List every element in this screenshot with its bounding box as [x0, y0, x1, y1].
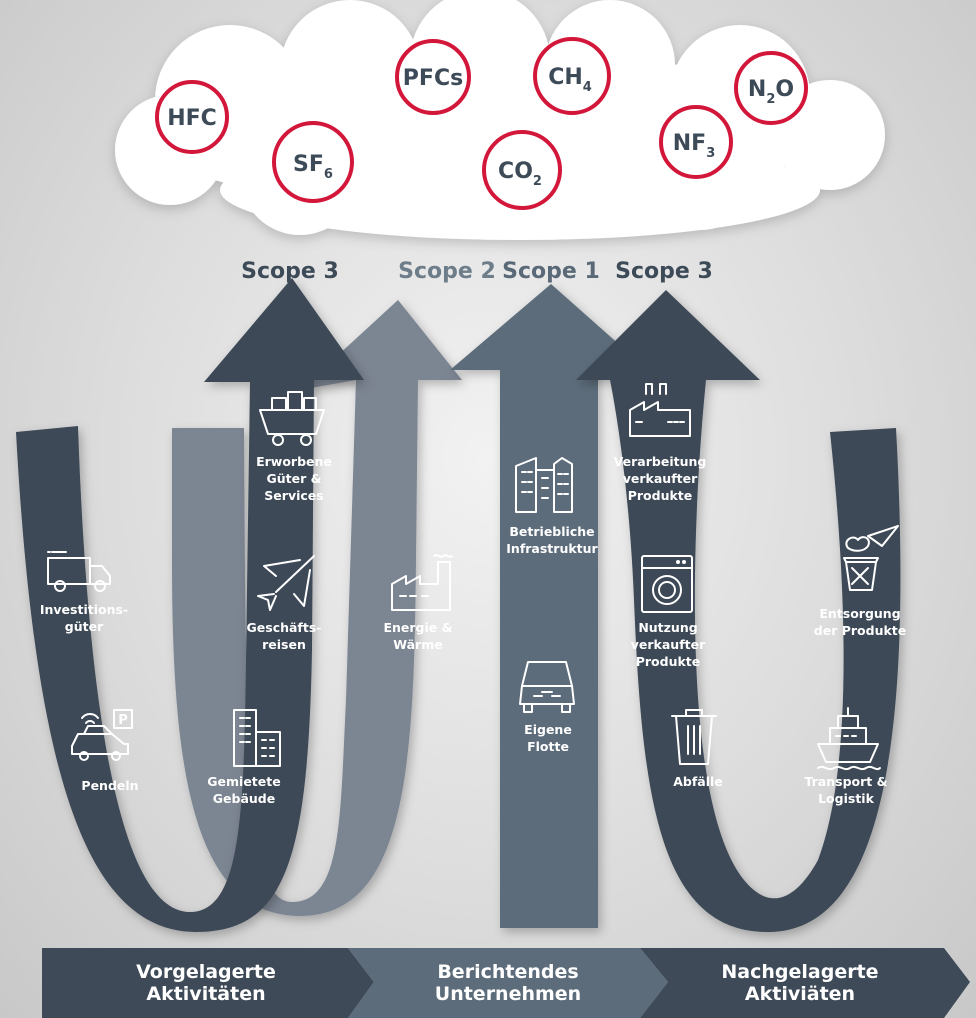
label-transport-logistik: Transport &Logistik	[804, 774, 887, 806]
scope-2-arrow	[172, 300, 462, 916]
gas-label-co2: CO2	[498, 159, 542, 189]
scope-2-label: Scope 2	[398, 259, 496, 284]
gas-label-sf6: SF6	[293, 152, 333, 182]
label-investitionsgueter: Investitions-güter	[40, 602, 128, 634]
gas-circle-sf6	[272, 121, 354, 203]
gas-circles	[155, 37, 808, 210]
waste-basket-icon	[843, 525, 899, 591]
gas-label-ch4: CH4	[548, 65, 592, 95]
gas-circle-hfc	[155, 80, 229, 154]
car-icon	[519, 661, 575, 713]
gas-label-hfc: HFC	[167, 106, 217, 131]
gas-label-n2o: N2O	[748, 77, 794, 107]
airplane-icon	[257, 555, 315, 611]
chevron-vorgelagerte	[42, 948, 374, 1018]
chevron-berichtendes	[348, 948, 668, 1018]
factory-icon	[391, 554, 453, 611]
svg-text:P: P	[118, 713, 128, 728]
scope-3-upstream-label: Scope 3	[241, 259, 339, 284]
gas-circle-n2o	[734, 51, 808, 125]
label-geschaeftsreisen: Geschäfts-reisen	[247, 620, 322, 652]
factory-icon	[629, 383, 691, 437]
scope-1-label: Scope 1	[502, 259, 600, 284]
mine-cart-icon	[259, 391, 325, 446]
washing-machine-icon	[641, 555, 693, 613]
label-pendeln: Pendeln	[81, 778, 138, 793]
scope-labels: Scope 3 Scope 2 Scope 1 Scope 3	[241, 259, 713, 284]
truck-icon	[47, 551, 111, 592]
building-icon	[233, 709, 281, 767]
scope-1-arrow	[450, 284, 648, 928]
houses-icon	[515, 457, 573, 513]
gas-circle-co2	[482, 130, 562, 210]
gas-labels: HFC SF6 PFCs CO2 CH4 NF3 N2O	[167, 65, 794, 189]
label-energie-waerme: Energie &Wärme	[383, 620, 452, 652]
trash-bin-icon	[671, 709, 717, 765]
chevron-nachgelagerte	[640, 948, 970, 1018]
gas-label-pfcs: PFCs	[403, 66, 463, 91]
ship-icon	[817, 707, 881, 771]
gas-circle-nf3	[659, 105, 733, 179]
gas-circle-pfcs	[395, 39, 471, 115]
label-abfaelle: Abfälle	[673, 774, 723, 789]
gas-label-nf3: NF3	[673, 131, 716, 161]
scope-3-downstream-label: Scope 3	[615, 259, 713, 284]
scope-3-upstream-arrow	[16, 278, 364, 932]
gas-circle-ch4	[533, 37, 611, 115]
parking-car-icon: P	[71, 709, 133, 761]
scope-arrows	[16, 278, 901, 933]
scope-3-downstream-arrow	[576, 290, 901, 933]
